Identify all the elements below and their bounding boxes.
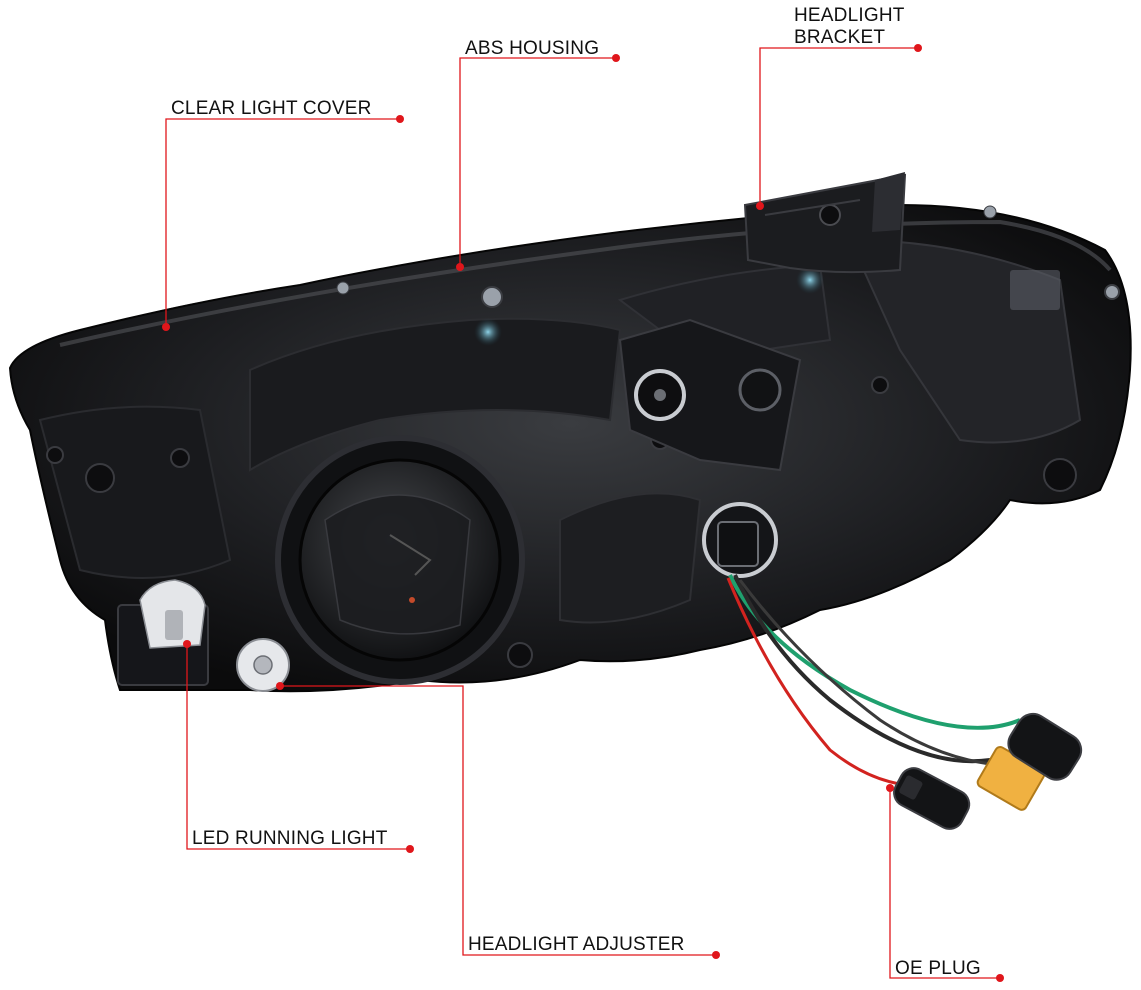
callout-lines (165, 47, 1000, 979)
label-abs-housing: ABS HOUSING (465, 38, 600, 59)
label-headlight-bracket: HEADLIGHT BRACKET (794, 5, 905, 49)
label-oe-plug: OE PLUG (895, 958, 981, 979)
callout-dots (162, 44, 1004, 982)
label-headlight-bracket-line1: HEADLIGHT (794, 5, 905, 26)
oe-plug-connectors (893, 712, 1083, 830)
line-clear-light-cover (165, 118, 400, 327)
high-beam-socket (618, 318, 802, 472)
label-headlight-bracket-line2: BRACKET (794, 27, 886, 48)
led-running-light-module (117, 579, 209, 686)
bulb-dust-cap (275, 435, 525, 685)
line-oe-plug (889, 788, 1000, 979)
wire-harness (702, 502, 1021, 788)
headlight-adjuster-gear (236, 638, 290, 692)
line-headlight-bracket (759, 47, 918, 206)
headlight-bracket (743, 172, 907, 274)
line-abs-housing (459, 57, 616, 267)
label-headlight-adjuster: HEADLIGHT ADJUSTER (468, 934, 685, 955)
line-headlight-adjuster (280, 685, 716, 956)
line-led-running-light (186, 644, 410, 850)
label-clear-light-cover: CLEAR LIGHT COVER (171, 98, 372, 119)
label-led-running-light: LED RUNNING LIGHT (192, 828, 388, 849)
